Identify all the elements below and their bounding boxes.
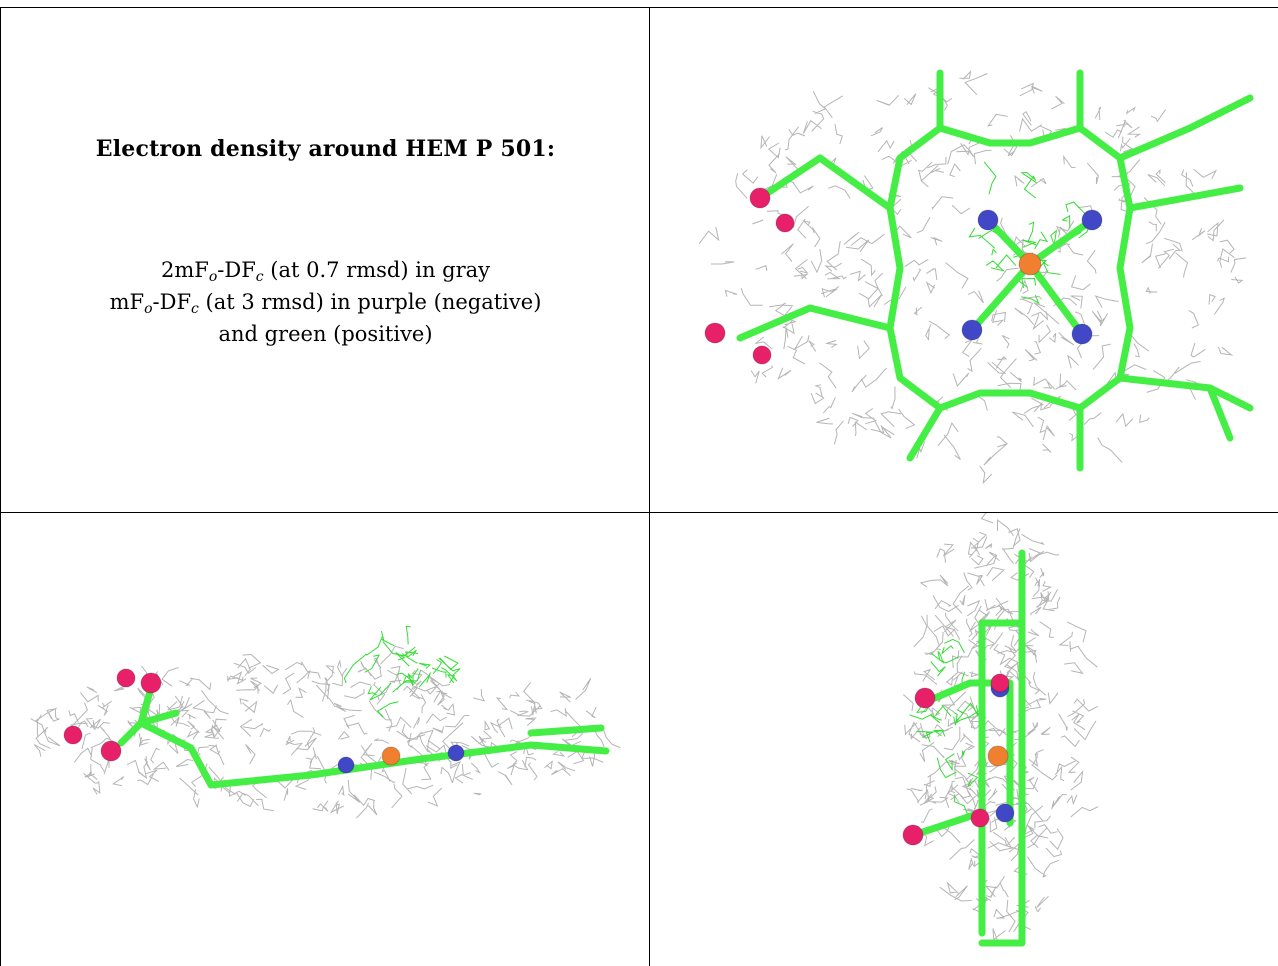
oxygen-atom <box>902 824 924 846</box>
heme-rotated-view <box>650 513 1278 966</box>
nitrogen-atom <box>977 209 999 231</box>
oxygen-atom <box>140 672 162 694</box>
heme-side-view <box>1 513 649 966</box>
density-mesh-green <box>343 625 461 718</box>
nitrogen-atom <box>995 803 1015 823</box>
oxygen-atom <box>914 687 936 709</box>
oxygen-atom <box>100 740 122 762</box>
iron-atom <box>1018 252 1042 276</box>
density-mesh-gray <box>902 513 1099 941</box>
oxygen-atom <box>990 673 1010 693</box>
nitrogen-atom <box>961 319 983 341</box>
oxygen-atom <box>63 725 83 745</box>
caption-line-3: and green (positive) <box>218 322 433 346</box>
heme-atoms <box>902 673 1015 846</box>
nitrogen-atom <box>1071 323 1093 345</box>
table-border-left <box>0 7 1 966</box>
heme-bonds <box>916 549 1026 947</box>
nitrogen-atom <box>337 756 355 774</box>
heme-side-view-image <box>30 625 621 819</box>
heme-front-view <box>650 8 1278 512</box>
iron-atom <box>987 745 1009 767</box>
table-border-middle <box>649 7 650 966</box>
heme-bonds <box>117 684 610 789</box>
oxygen-atom <box>749 187 771 209</box>
heme-front-view-image <box>698 69 1254 485</box>
caption-line-2: mFo-DFc (at 3 rmsd) in purple (negative) <box>109 290 542 317</box>
caption-lines: 2mFo-DFc (at 0.7 rmsd) in gray mFo-DFc (… <box>1 254 649 350</box>
table-border-top <box>0 7 1278 8</box>
caption: Electron density around HEM P 501: 2mFo-… <box>1 8 649 512</box>
heme-atoms <box>704 187 1103 365</box>
oxygen-atom <box>970 808 990 828</box>
density-mesh-gray <box>698 69 1247 485</box>
oxygen-atom <box>704 322 726 344</box>
table-border-row <box>0 512 1278 513</box>
density-mesh-green <box>909 638 981 818</box>
oxygen-atom <box>775 213 795 233</box>
caption-line-1: 2mFo-DFc (at 0.7 rmsd) in gray <box>160 258 491 285</box>
iron-atom <box>381 746 401 766</box>
caption-title: Electron density around HEM P 501: <box>95 136 556 162</box>
nitrogen-atom <box>1081 209 1103 231</box>
caption-cell: Electron density around HEM P 501: 2mFo-… <box>1 8 649 512</box>
heme-atoms <box>63 668 465 774</box>
heme-rotated-view-image <box>902 513 1099 947</box>
nitrogen-atom <box>447 744 465 762</box>
oxygen-atom <box>116 668 136 688</box>
oxygen-atom <box>752 345 772 365</box>
